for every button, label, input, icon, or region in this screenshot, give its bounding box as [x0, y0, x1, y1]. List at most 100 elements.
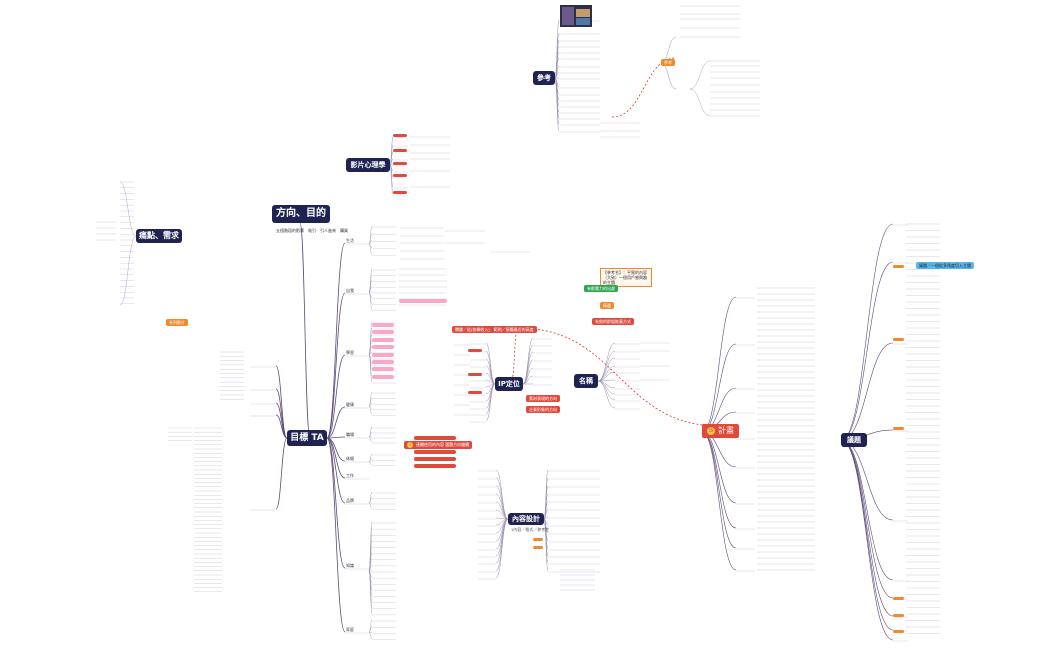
ip-plan-relation-dashed — [517, 327, 721, 427]
content-badge-icon: ! — [407, 442, 413, 448]
talk-tag[interactable] — [893, 338, 904, 341]
talk-line — [840, 439, 894, 521]
talk-line — [840, 439, 894, 617]
center-branch-line — [326, 437, 346, 504]
content-left-line — [495, 493, 509, 520]
name-red-callout[interactable]: 有效的群組推薦方式 — [592, 318, 634, 325]
sub-branch-line — [368, 225, 373, 245]
reference-thumbnail-image[interactable] — [560, 5, 592, 27]
pink-tag[interactable] — [372, 360, 394, 364]
center-to-direction-line — [299, 222, 311, 439]
hub-ref[interactable]: 參考 — [533, 71, 555, 85]
pink-highlight-bar[interactable] — [399, 299, 447, 303]
pink-tag[interactable] — [372, 374, 394, 379]
content-highlight-bar[interactable] — [414, 436, 456, 440]
content-highlight-bar[interactable] — [414, 450, 456, 454]
psych-tag[interactable] — [393, 162, 407, 165]
pink-tag[interactable] — [372, 352, 394, 357]
ip-tag[interactable] — [468, 349, 482, 352]
pink-tag[interactable] — [372, 367, 394, 372]
content-top-callout[interactable]: !連續使用的內容 選題方向繼續 — [404, 441, 473, 449]
sub-branch-line — [368, 291, 373, 310]
talk-tag[interactable] — [893, 597, 904, 600]
pain-line — [119, 181, 137, 237]
left-branch-line — [275, 414, 288, 439]
plan-line — [701, 431, 737, 529]
ip-red-callout[interactable]: 素材表現的方向 — [526, 395, 560, 402]
ip-tag[interactable] — [468, 373, 482, 376]
center-branch-label[interactable]: 知識 — [346, 563, 354, 568]
center-branch-label[interactable]: 職場 — [346, 432, 354, 437]
talk-tag[interactable] — [893, 265, 904, 268]
plan-line — [701, 431, 737, 571]
pink-tag[interactable] — [372, 345, 394, 350]
hub-center[interactable]: 目標 TA — [287, 430, 327, 446]
center-branch-line — [326, 354, 346, 439]
name-orange-callout[interactable]: 精選 — [600, 302, 614, 309]
center-branch-label[interactable]: 休閒 — [346, 456, 354, 461]
hub-talk[interactable]: 議題 — [841, 433, 867, 447]
hub-ip[interactable]: IP定位 — [495, 377, 523, 391]
name-line — [597, 365, 616, 382]
ip-tag[interactable] — [468, 391, 482, 394]
pink-tag[interactable] — [372, 323, 394, 327]
center-branch-line — [326, 436, 346, 439]
psych-tag[interactable] — [393, 174, 407, 177]
ip-right-line — [522, 344, 534, 385]
left-series-callout[interactable]: 系列影片 — [166, 319, 188, 326]
ref-relation-dashed — [611, 57, 677, 118]
name-line — [597, 350, 616, 382]
psych-tag[interactable] — [393, 149, 407, 152]
psych-tag[interactable] — [393, 134, 407, 137]
content-tag[interactable] — [533, 538, 543, 541]
ref-plan-tag[interactable]: 參考 — [661, 59, 675, 66]
pink-tag[interactable] — [372, 337, 394, 342]
talk-line — [840, 439, 894, 641]
hub-content[interactable]: 內容設計 — [508, 513, 544, 525]
ip-org-callout[interactable]: 企業形象的方向 — [526, 406, 560, 413]
content-tag[interactable] — [533, 546, 543, 549]
center-branch-label[interactable]: 學習 — [346, 350, 354, 355]
name-green-callout[interactable]: 有影響力的出處 — [584, 285, 618, 292]
sub-branch-line — [368, 354, 373, 383]
hub-name[interactable]: 名稱 — [574, 374, 598, 388]
psych-line — [389, 164, 394, 195]
center-branch-label[interactable]: 健康 — [346, 402, 354, 407]
center-branch-line — [326, 406, 346, 439]
hub-pain[interactable]: 痛點、需求 — [136, 229, 182, 243]
center-branch-label[interactable]: 品牌 — [346, 498, 354, 503]
center-branch-label[interactable]: 自我 — [346, 288, 354, 293]
talk-line — [840, 439, 894, 581]
talk-blue-callout[interactable]: 議題／一個從多角度切入主題 — [916, 262, 974, 269]
content-left-line — [495, 477, 509, 520]
ip-top-callout[interactable]: 關鍵／從(各擊收入) 範例／接觸最近的高度 — [452, 326, 537, 333]
content-highlight-bar[interactable] — [414, 464, 456, 468]
ref-right-line — [689, 60, 711, 90]
hub-content-sub: 1內容／格式／參考性 — [511, 527, 550, 532]
talk-tag[interactable] — [893, 427, 904, 430]
hub-psych[interactable]: 影片心理學 — [346, 158, 390, 172]
ip-right-line — [522, 351, 534, 385]
content-top-label: 連續使用的內容 選題方向繼續 — [416, 442, 470, 448]
name-line — [597, 342, 616, 382]
talk-tag[interactable] — [893, 630, 904, 633]
content-highlight-bar[interactable] — [414, 457, 456, 461]
pink-tag[interactable] — [372, 330, 394, 335]
center-branch-label[interactable]: 家庭 — [346, 627, 354, 632]
plan-badge-icon: S — [707, 426, 715, 435]
hub-direction[interactable]: 方向、目的 — [272, 205, 330, 223]
name-callout-1[interactable]: 【參考名】：平實的內容（大致）一個用戶感興趣的主題 — [600, 268, 652, 287]
name-line — [597, 357, 616, 382]
psych-tag[interactable] — [393, 191, 407, 194]
talk-line — [840, 439, 894, 631]
center-branch-label[interactable]: 工作 — [346, 473, 354, 478]
talk-line — [840, 223, 894, 441]
sub-branch-line — [368, 502, 373, 509]
talk-tag[interactable] — [893, 614, 904, 617]
talk-line — [840, 261, 894, 441]
sub-branch-line — [368, 461, 373, 465]
center-branch-label[interactable]: 生活 — [346, 238, 354, 243]
sub-branch-line — [368, 243, 373, 255]
